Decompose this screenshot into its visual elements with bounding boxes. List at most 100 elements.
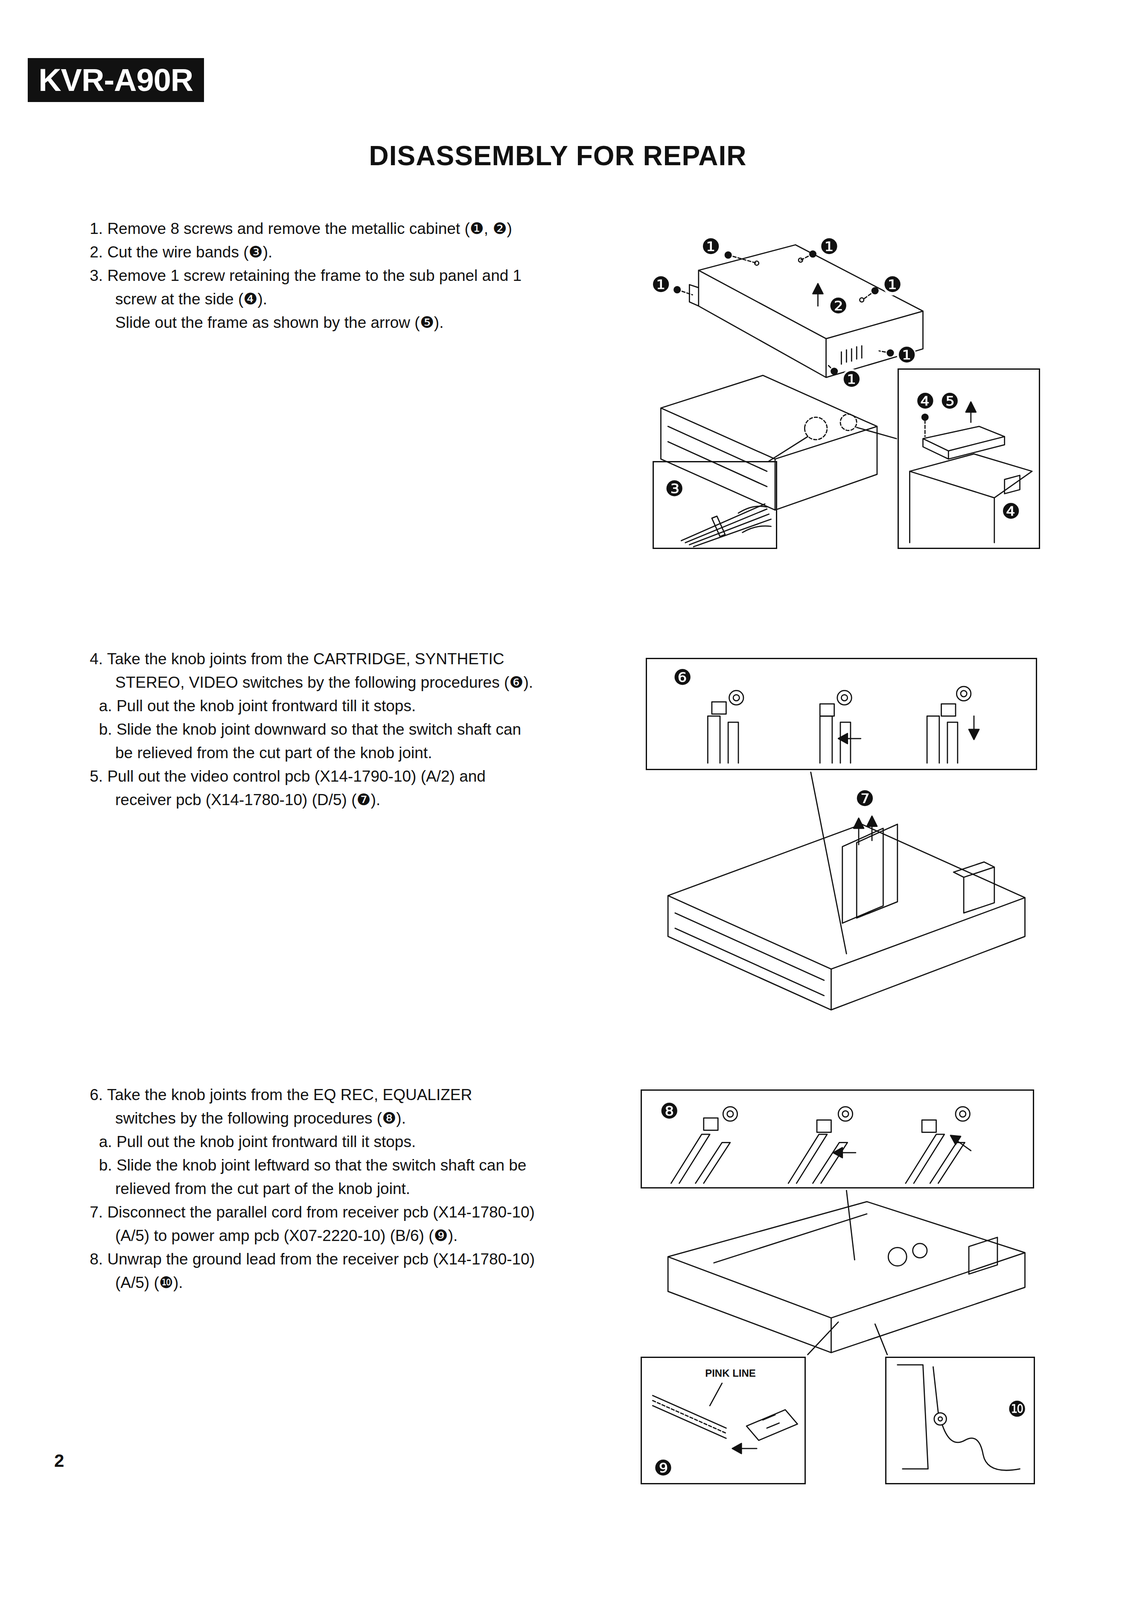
callout-number: ❶: [651, 274, 671, 296]
detail-inset: ❸: [652, 460, 778, 549]
leader-line: [846, 1190, 855, 1260]
front-panel-slots: [667, 426, 767, 487]
wire-color-label: PINK LINE: [704, 1367, 757, 1379]
switch-shaft: [955, 1106, 970, 1121]
knob-joint-rail: [905, 1133, 965, 1184]
knob-joint-rail: [670, 1133, 731, 1184]
move-arrow-head: [732, 1442, 742, 1454]
callout-number: ❺: [940, 390, 960, 412]
instruction-step: 2. Cut the wire bands (❸).: [89, 240, 536, 264]
callout-number: ❻: [673, 666, 693, 688]
callout-number: ❼: [855, 787, 875, 810]
page-title: DISASSEMBLY FOR REPAIR: [131, 140, 985, 171]
switch-shaft: [722, 1106, 738, 1121]
chassis: [667, 824, 1025, 1010]
callout-number: ❿: [1007, 1398, 1027, 1420]
knob-joint: [941, 703, 956, 717]
callout-number: ❶: [819, 236, 839, 258]
ground-lug: [932, 1366, 947, 1425]
instruction-step: 7. Disconnect the parallel cord from rec…: [89, 1200, 536, 1248]
knob-joint: [703, 1117, 718, 1131]
callout-number: ❾: [653, 1457, 673, 1479]
callout-number: ❶: [882, 274, 902, 296]
knob-joint-rail: [788, 1133, 848, 1184]
callout-number: ❶: [897, 344, 917, 366]
screw-path: [728, 254, 757, 263]
leader-line: [810, 772, 847, 954]
wire-band-marker: [840, 413, 857, 431]
callout-number: ❷: [828, 295, 849, 317]
detail-inset: ❽: [640, 1089, 1035, 1189]
transformer: [953, 861, 995, 913]
detail-inset: ❻: [645, 657, 1038, 770]
hand: [738, 506, 771, 533]
instruction-step: b. Slide the knob joint downward so that…: [99, 717, 536, 765]
knob-joint-rail: [819, 715, 851, 763]
cabinet-vents: [841, 345, 862, 365]
knob-joint: [816, 1119, 831, 1133]
instruction-step: 8. Unwrap the ground lead from the recei…: [89, 1247, 536, 1295]
cord-stripe: [652, 1400, 726, 1433]
page-number: 2: [54, 1451, 65, 1470]
callout-number: ❽: [659, 1100, 680, 1122]
transformer: [968, 1237, 998, 1274]
callout-number: ❹: [1001, 500, 1021, 522]
leader-line: [709, 1382, 723, 1406]
pcb: [842, 824, 898, 924]
callout-number: ❶: [701, 236, 721, 258]
knob-joint-rail: [926, 715, 958, 763]
move-arrow: [956, 1140, 971, 1151]
switch-shaft: [838, 1106, 853, 1121]
leader-line: [856, 427, 897, 439]
connector-block: [1004, 475, 1021, 494]
slide-arrow-head: [965, 401, 977, 412]
chassis-corner: [909, 453, 1032, 543]
screw: [921, 413, 928, 420]
switch-shaft: [837, 690, 852, 705]
screw-path: [677, 289, 693, 295]
instruction-step: 1. Remove 8 screws and remove the metall…: [89, 216, 536, 241]
screw-holes: [754, 258, 864, 303]
move-arrow-head: [950, 1135, 961, 1145]
chassis: [667, 1201, 1025, 1353]
callout-number: ❶: [842, 368, 862, 391]
screw-path: [863, 290, 875, 299]
cabinet-cover: [689, 244, 923, 378]
callout-number: ❸: [664, 478, 685, 500]
wire-bundle: [681, 503, 771, 547]
chassis-plate: [897, 1364, 929, 1469]
disassembly-illustration: [652, 244, 1032, 1470]
pull-arrow-head: [853, 816, 878, 829]
connector: [746, 1409, 798, 1440]
move-arrow-head: [838, 733, 848, 744]
ground-lead: [942, 1424, 1021, 1470]
instruction-step: 6. Take the knob joints from the EQ REC,…: [89, 1082, 536, 1130]
screw-path: [879, 350, 891, 353]
instruction-step: a. Pull out the knob joint frontward til…: [99, 693, 536, 718]
knob-joint: [921, 1119, 936, 1133]
detail-inset: ❿: [885, 1356, 1035, 1484]
leader-line: [874, 1323, 888, 1355]
model-badge: KVR-A90R: [27, 58, 205, 103]
instruction-step: Slide out the frame as shown by the arro…: [115, 310, 536, 335]
instruction-step: 4. Take the knob joints from the CARTRID…: [89, 647, 536, 694]
pcb-edge: [714, 1213, 867, 1263]
detail-inset: PINK LINE ❾: [640, 1356, 806, 1484]
detail-inset: ❹❺❹: [897, 368, 1041, 549]
wire-band: [711, 515, 726, 537]
capacitor: [888, 1243, 927, 1266]
instruction-step: b. Slide the knob joint leftward so that…: [99, 1153, 536, 1201]
frame-piece: [923, 426, 1005, 459]
callout-number: ❹: [915, 390, 935, 412]
switch-shaft: [729, 690, 744, 705]
leader-line: [769, 436, 808, 461]
screw-path: [827, 364, 834, 371]
model-number: KVR-A90R: [38, 64, 193, 97]
chassis: [660, 375, 878, 510]
front-panel-slots: [675, 912, 825, 996]
screw-path: [800, 253, 814, 260]
knob-joint-rail: [707, 715, 739, 763]
instruction-step: 5. Pull out the video control pcb (X14-1…: [89, 764, 536, 812]
switch-shaft: [956, 686, 971, 701]
